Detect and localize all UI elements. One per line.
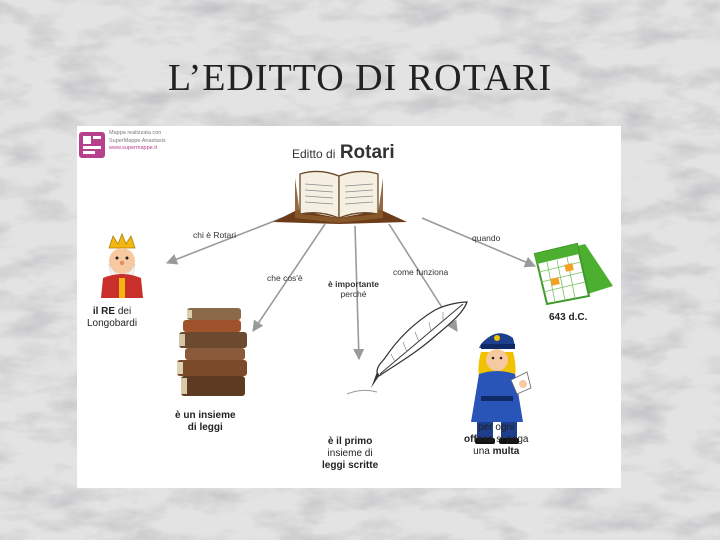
node-king: il RE dei Longobardi xyxy=(87,306,137,330)
link-label-what: che cos'è xyxy=(267,273,303,283)
link-label-when: quando xyxy=(472,233,501,243)
node-fine-rest: si paga xyxy=(493,434,529,445)
map-title: Editto di Rotari xyxy=(292,142,395,164)
node-laws-line1: è un insieme xyxy=(175,410,236,421)
open-book-icon xyxy=(273,170,407,224)
calendar-icon xyxy=(533,242,613,306)
policeman-icon xyxy=(471,333,532,444)
node-laws-line2: di leggi xyxy=(187,422,223,433)
books-stack-icon xyxy=(177,308,247,396)
link-label-who: chi è Rotari xyxy=(193,230,236,240)
node-king-bold: il RE xyxy=(92,306,116,317)
node-written: è il primo insieme di leggi scritte xyxy=(322,436,378,472)
map-title-main: Rotari xyxy=(339,142,395,163)
king-icon xyxy=(101,232,143,298)
node-fine-offesa: offesa xyxy=(464,434,494,445)
node-written-bold: è il primo xyxy=(327,436,373,447)
node-fine: per ogni offesa si paga una multa xyxy=(464,422,528,458)
node-fine-line1: per ogni xyxy=(478,422,515,433)
map-title-prefix: Editto di xyxy=(292,147,336,161)
slide-title: L’EDITTO DI ROTARI xyxy=(167,57,553,99)
watermark-line-2: SuperMappe Anastasis xyxy=(109,137,166,144)
link-label-important-rest: perché xyxy=(340,289,367,299)
watermark-line-1: Mappa realizzata con xyxy=(109,130,162,136)
concept-map-graphics xyxy=(101,170,613,444)
concept-map: Mappa realizzata con SuperMappe Anastasi… xyxy=(77,126,621,488)
node-written-line2: insieme di xyxy=(327,448,373,459)
link-label-important: è importante perché xyxy=(328,279,379,299)
watermark-line-3: www.supermappe.it xyxy=(109,145,157,151)
node-king-rest: dei xyxy=(115,306,132,317)
supermappe-watermark: Mappa realizzata con SuperMappe Anastasi… xyxy=(79,128,179,162)
link-label-important-bold: è importante xyxy=(328,279,380,289)
node-date: 643 d.C. xyxy=(549,312,588,323)
node-written-line3: leggi scritte xyxy=(322,460,379,471)
node-king-line2: Longobardi xyxy=(87,318,138,329)
node-fine-multa: multa xyxy=(492,446,520,457)
node-fine-una: una xyxy=(473,446,493,457)
node-laws: è un insieme di leggi xyxy=(175,410,236,434)
link-label-how: come funziona xyxy=(393,267,449,277)
quill-pen-icon xyxy=(346,301,468,395)
supermappe-logo xyxy=(79,132,105,158)
